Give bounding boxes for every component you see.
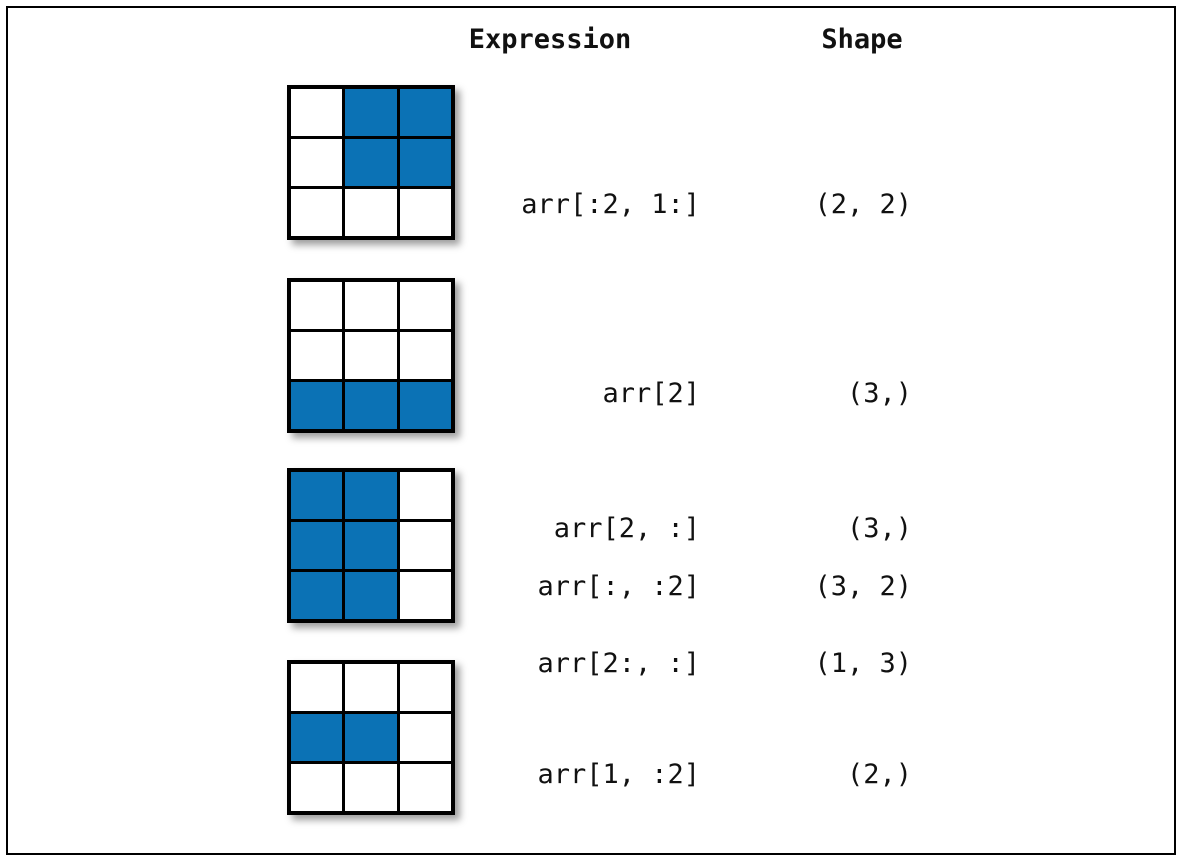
expression-list-block-4: arr[1, :2] arr[1:2, :2] (400, 662, 700, 862)
array-cell-selected (345, 382, 397, 429)
array-cell-selected (345, 714, 397, 761)
column-header-shape: Shape (821, 24, 903, 55)
shape-list-block-2: (3,) (3,) (1, 3) (712, 281, 912, 776)
array-cell (291, 189, 343, 236)
array-grid-block-1 (287, 85, 455, 240)
array-cell-selected (345, 139, 397, 186)
array-cell (291, 764, 343, 811)
array-grid-block-2 (287, 278, 455, 433)
expression-text: arr[2] (602, 378, 700, 409)
array-cell (345, 332, 397, 379)
expression-text: arr[2:, :] (537, 648, 700, 679)
array-cell-selected (345, 572, 397, 619)
array-cell (291, 332, 343, 379)
array-grid (287, 278, 455, 433)
array-cell-selected (399, 139, 451, 186)
shape-text: (1, 3) (814, 648, 912, 679)
shape-text: (3,) (846, 378, 912, 409)
array-cell (291, 282, 343, 329)
shape-text: (3,) (846, 513, 912, 544)
expression-text: arr[:2, 1:] (521, 189, 700, 220)
array-cell-selected (399, 382, 451, 429)
array-cell (399, 664, 451, 711)
array-cell (345, 282, 397, 329)
array-cell (291, 89, 343, 136)
array-cell-selected (345, 522, 397, 569)
expression-text: arr[2, :] (553, 513, 700, 544)
array-cell (399, 572, 451, 619)
array-cell (291, 139, 343, 186)
column-header-expression: Expression (468, 24, 632, 55)
expression-list-block-2: arr[2] arr[2, :] arr[2:, :] (400, 281, 700, 776)
shape-text: (2,) (846, 759, 912, 790)
expression-text: arr[1, :2] (537, 759, 700, 790)
array-cell (399, 764, 451, 811)
expression-list-block-1: arr[:2, 1:] (400, 92, 700, 317)
expression-list-block-3: arr[:, :2] (400, 474, 700, 699)
array-cell (399, 714, 451, 761)
array-cell (399, 332, 451, 379)
array-grid-block-3 (287, 468, 455, 623)
array-cell (345, 664, 397, 711)
array-cell (399, 282, 451, 329)
array-cell-selected (291, 382, 343, 429)
array-cell (399, 522, 451, 569)
array-grid (287, 660, 455, 815)
array-cell (345, 764, 397, 811)
shape-list-block-1: (2, 2) (712, 92, 912, 317)
array-cell-selected (291, 522, 343, 569)
array-cell-selected (291, 714, 343, 761)
shape-list-block-4: (2,) (1, 2) (712, 662, 912, 862)
array-cell (291, 664, 343, 711)
array-cell-selected (399, 89, 451, 136)
array-cell-selected (291, 572, 343, 619)
expression-text: arr[:, :2] (537, 571, 700, 602)
array-cell-selected (345, 89, 397, 136)
shape-text: (3, 2) (814, 571, 912, 602)
array-cell-selected (345, 472, 397, 519)
array-cell (399, 189, 451, 236)
array-cell-selected (291, 472, 343, 519)
array-grid-block-4 (287, 660, 455, 815)
array-grid (287, 85, 455, 240)
array-cell (345, 189, 397, 236)
shape-list-block-3: (3, 2) (712, 474, 912, 699)
array-cell (399, 472, 451, 519)
array-grid (287, 468, 455, 623)
shape-text: (2, 2) (814, 189, 912, 220)
